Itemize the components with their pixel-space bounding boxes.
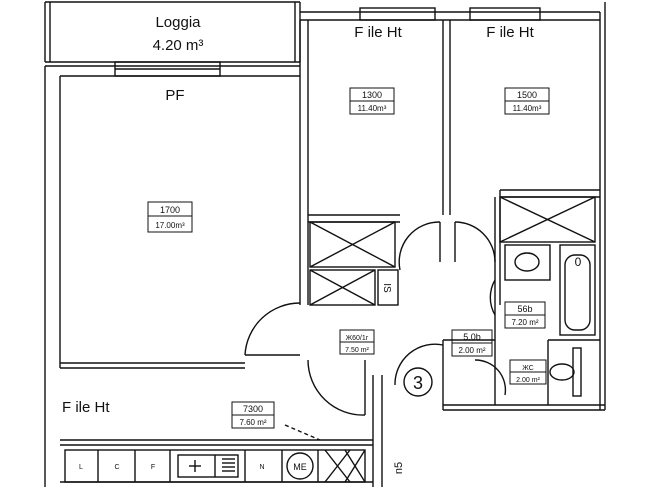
kitchen-label: F ile Ht <box>62 399 110 416</box>
area-box-56b-area: 7.20 m² <box>511 318 538 327</box>
bed2-label: F ile Ht <box>486 24 534 41</box>
living-label: PF <box>165 87 184 104</box>
area-box-1300-code: 1300 <box>362 90 382 100</box>
area-box-1500-code: 1500 <box>517 90 537 100</box>
area-box-wc-area: 2.00 m² <box>516 377 540 384</box>
kitchen-unit-n: N <box>259 464 264 471</box>
area-box-7300: 7300 7.60 m² <box>231 401 275 429</box>
area-box-50b-area: 2.00 m² <box>458 346 485 355</box>
area-box-1700-area: 17.00m³ <box>155 221 185 230</box>
area-box-50b: 5.0b 2.00 m² <box>451 329 493 357</box>
area-box-hall-area: 7.50 m² <box>345 347 369 354</box>
riser-label: IS <box>381 283 392 293</box>
kitchen-unit-me: ME <box>293 462 307 472</box>
area-box-56b-code: 56b <box>517 304 532 314</box>
walls <box>44 1 606 487</box>
area-box-1500: 1500 11.40m³ <box>504 87 550 115</box>
bath-label: 0 <box>575 255 582 269</box>
area-box-1700-code: 1700 <box>160 205 180 215</box>
area-box-1300: 1300 11.40m³ <box>349 87 395 115</box>
loggia-area: 4.20 m³ <box>153 37 204 54</box>
area-box-7300-code: 7300 <box>243 404 263 414</box>
area-box-50b-code: 5.0b <box>463 332 481 342</box>
bed1-label: F ile Ht <box>354 24 402 41</box>
loggia-name: Loggia <box>155 14 201 31</box>
area-box-1500-area: 11.40m³ <box>513 104 542 113</box>
area-box-1700: 1700 17.00m³ <box>147 201 193 233</box>
area-box-wc: ЖС 2.00 m² <box>509 359 547 385</box>
area-box-7300-area: 7.60 m² <box>239 418 266 427</box>
area-box-hall-code: Ж60/1г <box>346 335 369 342</box>
area-box-1300-area: 11.40m³ <box>358 104 387 113</box>
area-box-56b: 56b 7.20 m² <box>504 301 546 329</box>
stair-number: 3 <box>413 373 423 393</box>
kitchen-unit-c: C <box>114 464 119 471</box>
kitchen-unit-f: F <box>151 464 155 471</box>
corner-mark: n5 <box>393 462 405 474</box>
stair-marker-circle <box>403 367 433 397</box>
area-box-hall: Ж60/1г 7.50 m² <box>339 329 375 355</box>
area-box-wc-code: ЖС <box>522 365 533 372</box>
kitchen-unit-l: L <box>79 464 83 471</box>
